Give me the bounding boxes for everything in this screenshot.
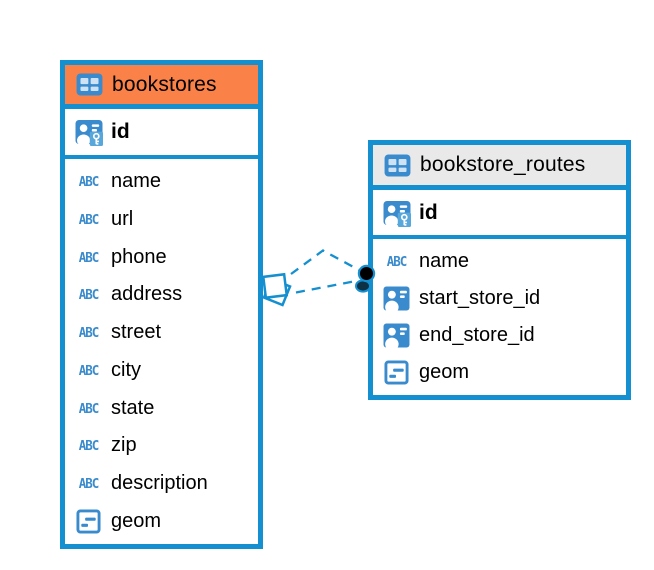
field-row-description[interactable]: ABC description bbox=[65, 465, 258, 503]
text-type-icon: ABC bbox=[78, 400, 100, 416]
table-bookstore-routes[interactable]: bookstore_routes id ABC name start_store… bbox=[368, 140, 631, 400]
text-type-icon: ABC bbox=[78, 437, 100, 454]
field-label: id bbox=[111, 120, 130, 143]
field-row-url[interactable]: ABC url bbox=[65, 201, 258, 239]
field-label: name bbox=[111, 170, 162, 193]
table-title: bookstore_routes bbox=[420, 153, 586, 176]
field-label: address bbox=[111, 283, 183, 306]
geometry-type-icon bbox=[74, 509, 103, 534]
field-row-id[interactable]: id bbox=[65, 109, 258, 159]
reference-type-icon bbox=[382, 323, 411, 348]
text-type-icon: ABC bbox=[78, 362, 100, 379]
field-label: zip bbox=[111, 434, 137, 457]
reference-type-icon bbox=[382, 286, 411, 311]
field-label: name bbox=[419, 250, 470, 272]
field-row-name[interactable]: ABC name bbox=[65, 163, 258, 201]
field-row-geom[interactable]: geom bbox=[373, 354, 626, 391]
field-row-geom[interactable]: geom bbox=[65, 502, 258, 540]
relation-bookstores-bookstore-routes[interactable] bbox=[261, 249, 376, 307]
field-row-state[interactable]: ABC state bbox=[65, 389, 258, 427]
relation-line-lower bbox=[295, 279, 357, 294]
field-label: description bbox=[111, 471, 208, 494]
primary-key-icon bbox=[382, 199, 411, 227]
field-label: state bbox=[111, 396, 155, 419]
field-row-name[interactable]: ABC name bbox=[373, 243, 626, 280]
table-bookstores[interactable]: bookstores id ABC name ABC url ABC phone… bbox=[60, 60, 263, 549]
primary-key-icon bbox=[74, 118, 103, 146]
stacked-squares-marker bbox=[261, 272, 292, 307]
field-row-address[interactable]: ABC address bbox=[65, 276, 258, 314]
field-label: city bbox=[111, 358, 141, 381]
field-label: url bbox=[111, 208, 134, 231]
field-row-end-store-id[interactable]: end_store_id bbox=[373, 317, 626, 354]
table-bookstores-header[interactable]: bookstores bbox=[65, 65, 258, 109]
relation-line-upper bbox=[290, 249, 360, 275]
field-row-start-store-id[interactable]: start_store_id bbox=[373, 280, 626, 317]
text-type-icon: ABC bbox=[78, 324, 100, 341]
text-type-icon: ABC bbox=[78, 287, 100, 303]
field-label: phone bbox=[111, 245, 167, 268]
field-label: end_store_id bbox=[419, 324, 535, 346]
field-row-city[interactable]: ABC city bbox=[65, 352, 258, 390]
table-icon bbox=[384, 154, 411, 177]
field-list: ABC name start_store_id end_store_id ge bbox=[373, 239, 626, 395]
field-row-street[interactable]: ABC street bbox=[65, 314, 258, 352]
table-bookstore-routes-header[interactable]: bookstore_routes bbox=[373, 145, 626, 190]
field-label: geom bbox=[111, 509, 162, 532]
table-title: bookstores bbox=[112, 72, 217, 96]
field-list: ABC name ABC url ABC phone ABC address A… bbox=[65, 159, 258, 544]
text-type-icon: ABC bbox=[78, 173, 100, 190]
field-row-zip[interactable]: ABC zip bbox=[65, 427, 258, 465]
text-type-icon: ABC bbox=[78, 475, 100, 492]
geometry-type-icon bbox=[382, 360, 411, 385]
field-row-id[interactable]: id bbox=[373, 190, 626, 239]
field-label: start_store_id bbox=[419, 287, 541, 309]
field-label: street bbox=[111, 321, 162, 344]
text-type-icon: ABC bbox=[78, 211, 100, 228]
text-type-icon: ABC bbox=[78, 249, 100, 266]
field-row-phone[interactable]: ABC phone bbox=[65, 238, 258, 276]
text-type-icon: ABC bbox=[386, 253, 408, 270]
field-label: geom bbox=[419, 361, 470, 383]
field-label: id bbox=[419, 200, 438, 224]
table-icon bbox=[76, 73, 103, 96]
